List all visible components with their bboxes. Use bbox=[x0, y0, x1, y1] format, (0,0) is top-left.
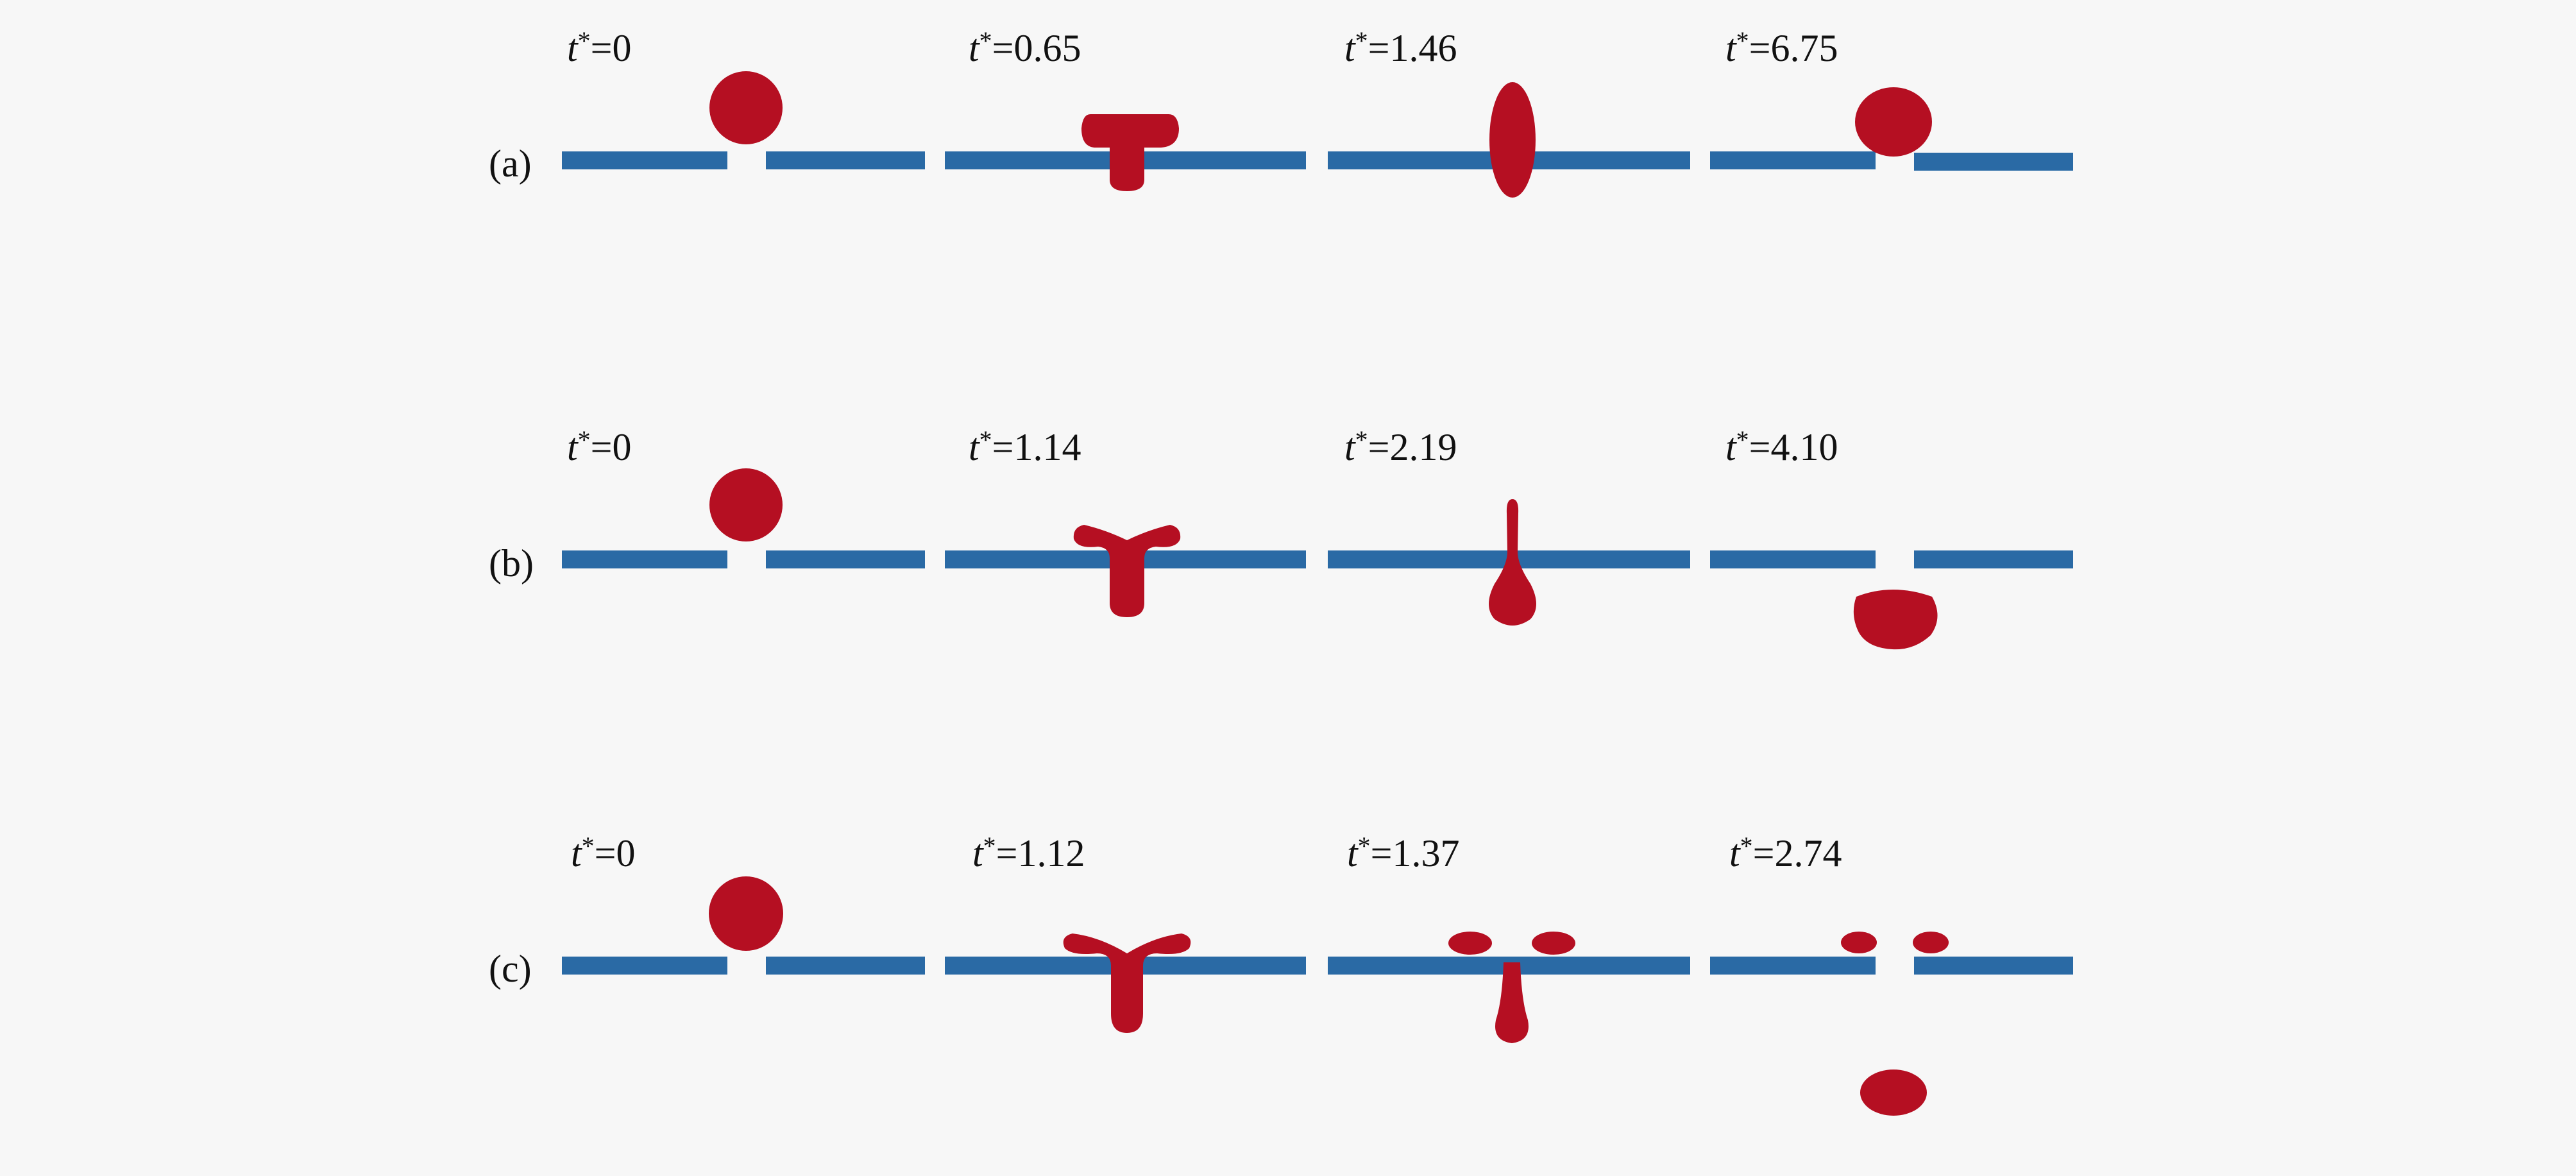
row-c: (c) t*=0 t*=1.12 t*=1.37 t*=2.74 bbox=[489, 831, 2073, 1116]
droplet bbox=[1853, 590, 1938, 650]
plate-right bbox=[766, 151, 925, 169]
plate-left bbox=[562, 550, 727, 568]
droplet bbox=[1855, 87, 1932, 157]
row-label-b: (b) bbox=[489, 542, 534, 584]
frame-a2: t*=0.65 bbox=[945, 26, 1306, 191]
detached-droplet bbox=[1860, 1069, 1927, 1116]
plate-right bbox=[1914, 153, 2073, 171]
droplet bbox=[1489, 499, 1536, 626]
time-label-c2: t*=1.12 bbox=[972, 831, 1085, 874]
time-label-b4: t*=4.10 bbox=[1725, 425, 1838, 468]
time-label-a4: t*=6.75 bbox=[1725, 26, 1838, 69]
droplet-through-hole bbox=[1495, 962, 1529, 1043]
droplet-right-fragment bbox=[1913, 932, 1949, 953]
droplet bbox=[709, 468, 783, 541]
plate-left bbox=[562, 957, 727, 975]
frame-b1: t*=0 bbox=[562, 425, 925, 568]
frame-a4: t*=6.75 bbox=[1710, 26, 2073, 171]
plate-left bbox=[1710, 151, 1876, 169]
frame-b2: t*=1.14 bbox=[945, 425, 1306, 617]
time-label-a2: t*=0.65 bbox=[969, 26, 1081, 69]
time-label-b1: t*=0 bbox=[567, 425, 632, 468]
plate-right bbox=[766, 957, 925, 975]
time-label-a3: t*=1.46 bbox=[1344, 26, 1457, 69]
droplet bbox=[1063, 933, 1191, 1033]
droplet bbox=[1489, 82, 1536, 198]
time-label-c1: t*=0 bbox=[571, 831, 636, 874]
time-label-b2: t*=1.14 bbox=[969, 425, 1081, 468]
row-a: (a) t*=0 t*=0.65 t*=1.46 t*=6.75 bbox=[489, 26, 2073, 198]
frame-a3: t*=1.46 bbox=[1328, 26, 1690, 198]
time-label-a1: t*=0 bbox=[567, 26, 632, 69]
row-label-a: (a) bbox=[489, 142, 532, 185]
droplet bbox=[709, 876, 783, 951]
frame-c1: t*=0 bbox=[562, 831, 925, 975]
time-label-b3: t*=2.19 bbox=[1344, 425, 1457, 468]
row-label-c: (c) bbox=[489, 948, 532, 990]
frame-a1: t*=0 bbox=[562, 26, 925, 169]
plate-left bbox=[1710, 957, 1876, 975]
plate-left bbox=[562, 151, 727, 169]
droplet-right-fragment bbox=[1532, 932, 1575, 955]
time-label-c3: t*=1.37 bbox=[1347, 831, 1460, 874]
frame-c3: t*=1.37 bbox=[1328, 831, 1690, 1043]
plate-right bbox=[1914, 550, 2073, 568]
row-b: (b) t*=0 t*=1.14 t*=2.19 t*=4.10 bbox=[489, 425, 2073, 650]
plate-right bbox=[1914, 957, 2073, 975]
frame-c2: t*=1.12 bbox=[945, 831, 1306, 1033]
plate-left bbox=[1710, 550, 1876, 568]
droplet bbox=[1073, 525, 1181, 617]
frame-b3: t*=2.19 bbox=[1328, 425, 1690, 626]
droplet-left-fragment bbox=[1448, 932, 1492, 955]
droplet bbox=[709, 71, 783, 144]
frame-c4: t*=2.74 bbox=[1710, 831, 2073, 1116]
droplet-left-fragment bbox=[1841, 932, 1877, 953]
time-label-c4: t*=2.74 bbox=[1729, 831, 1842, 874]
frame-b4: t*=4.10 bbox=[1710, 425, 2073, 650]
droplet bbox=[1081, 114, 1179, 191]
plate-right bbox=[766, 550, 925, 568]
